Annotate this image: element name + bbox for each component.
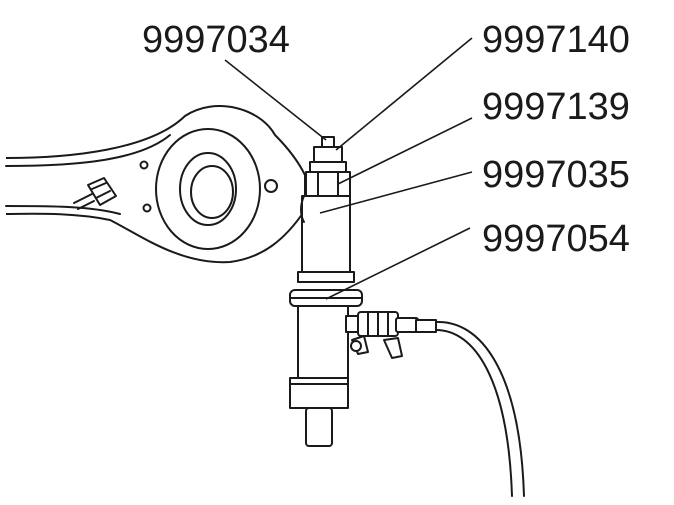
bushing-inner	[179, 152, 237, 226]
bushing-outer	[155, 128, 261, 250]
hydraulic-hose	[435, 320, 525, 497]
label-9997140: 9997140	[482, 19, 630, 61]
control-arm	[5, 105, 306, 264]
leader-lines	[224, 37, 473, 300]
arm-hole	[139, 160, 149, 170]
arm-hole	[264, 179, 278, 193]
arm-bolt	[73, 177, 117, 210]
label-9997034: 9997034	[142, 19, 290, 61]
label-9997139: 9997139	[482, 86, 630, 128]
label-9997054: 9997054	[482, 218, 630, 260]
tool-column	[289, 136, 363, 447]
arm-hole	[142, 203, 152, 213]
hydraulic-fitting	[345, 311, 437, 359]
label-9997035: 9997035	[482, 154, 630, 196]
hydraulic-hose-edge	[435, 329, 513, 497]
